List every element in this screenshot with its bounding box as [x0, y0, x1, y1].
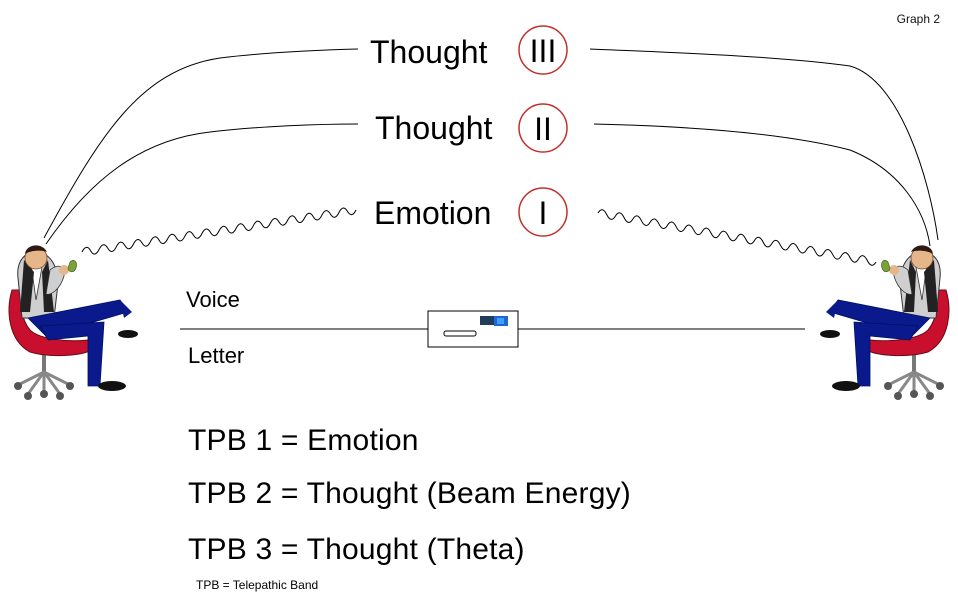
legend-line-tpb-1: TPB 1 = Emotion: [188, 424, 419, 457]
band-numeral-i: I: [539, 195, 548, 231]
emotion-wave-left: [81, 207, 357, 255]
band-label-thought-ii: Thought: [375, 110, 493, 146]
thought-iii-arc-left: [43, 48, 359, 239]
legend-line-tpb-3: TPB 3 = Thought (Theta): [188, 533, 525, 566]
band-label-thought-iii: Thought: [370, 34, 488, 70]
band-circle-iii: [518, 25, 568, 75]
legend-line-tpb-2: TPB 2 = Thought (Beam Energy): [188, 477, 631, 510]
thought-iii-arc-right: [589, 48, 939, 241]
graph-caption: Graph 2: [896, 12, 940, 26]
thought-ii-arc-right: [593, 123, 931, 247]
channel-label-voice: Voice: [186, 287, 240, 312]
band-numeral-ii: II: [534, 111, 552, 147]
band-label-emotion: Emotion: [374, 195, 491, 231]
person-right-icon: [820, 245, 950, 400]
emotion-wave-right: [597, 209, 877, 266]
person-left-icon: [8, 245, 138, 400]
band-numeral-iii: III: [530, 33, 557, 69]
thought-ii-arc-left: [45, 123, 359, 245]
envelope-icon: [427, 310, 519, 348]
band-circle-i: [518, 187, 568, 237]
band-circle-ii: [518, 103, 568, 153]
channel-label-letter: Letter: [188, 343, 244, 368]
legend-note: TPB = Telepathic Band: [196, 578, 319, 592]
